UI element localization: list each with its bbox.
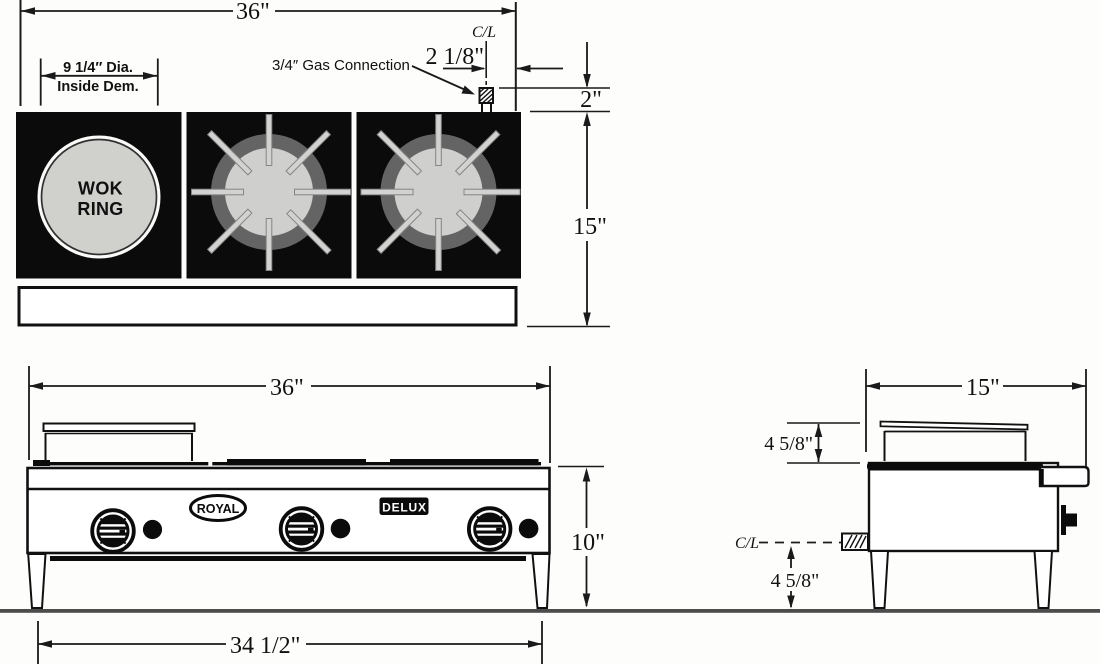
svg-text:4 5/8": 4 5/8" <box>771 570 820 592</box>
svg-text:15": 15" <box>966 375 1000 401</box>
svg-text:Inside Dem.: Inside Dem. <box>57 79 138 95</box>
svg-text:C/L: C/L <box>472 24 496 41</box>
svg-text:15": 15" <box>573 214 607 240</box>
svg-text:ROYAL: ROYAL <box>197 502 240 516</box>
svg-text:DELUX: DELUX <box>382 501 427 515</box>
svg-text:4 5/8": 4 5/8" <box>764 433 813 455</box>
svg-text:2": 2" <box>580 87 602 113</box>
svg-text:10": 10" <box>571 530 605 556</box>
svg-text:3/4″ Gas Connection: 3/4″ Gas Connection <box>272 57 410 74</box>
svg-text:36": 36" <box>270 375 304 401</box>
svg-text:C/L: C/L <box>735 535 759 552</box>
svg-text:36": 36" <box>236 0 270 25</box>
svg-text:WOK: WOK <box>78 179 123 199</box>
svg-text:RING: RING <box>77 199 123 219</box>
svg-text:34 1/2": 34 1/2" <box>230 633 300 659</box>
svg-text:9 1/4″ Dia.: 9 1/4″ Dia. <box>63 60 133 76</box>
